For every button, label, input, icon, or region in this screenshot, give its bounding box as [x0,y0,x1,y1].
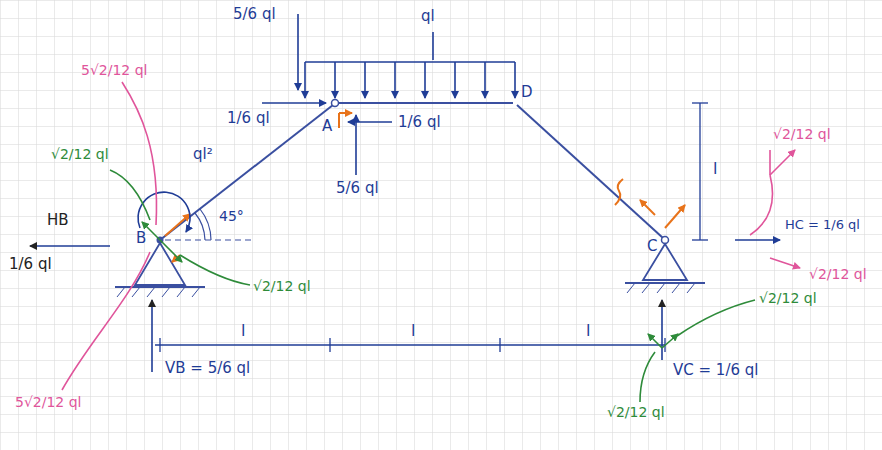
force-label: 1/6 ql [226,110,271,127]
force-label: 45° [218,208,245,224]
force-label: l [240,322,246,340]
force-label: ql² [192,146,214,163]
force-label: l [410,322,416,340]
force-label: √2/12 ql [772,126,832,142]
force-label: l [585,322,591,340]
force-label: B [135,230,147,247]
force-label: C [646,238,658,255]
force-label: HC = 1/6 ql [784,218,861,233]
force-label: √2/12 ql [252,278,312,294]
force-label: A [321,118,333,135]
force-label: D [520,84,534,101]
force-label: 1/6 ql [8,256,53,273]
force-label: 5√2/12 ql [14,394,83,410]
force-label: √2/12 ql [808,266,868,282]
force-label: 5/6 ql [335,180,380,197]
force-label: √2/12 ql [758,290,818,306]
force-label: VC = 1/6 ql [672,362,759,379]
force-label: 5/6 ql [232,6,277,23]
force-label: l [712,160,718,178]
force-label: ql [420,8,436,25]
force-label: VB = 5/6 ql [164,360,251,377]
force-label: 5√2/12 ql [80,62,149,78]
force-label: HB [46,212,70,229]
force-label: √2/12 ql [50,146,110,162]
force-label: √2/12 ql [606,404,666,420]
force-label: 1/6 ql [397,114,442,131]
